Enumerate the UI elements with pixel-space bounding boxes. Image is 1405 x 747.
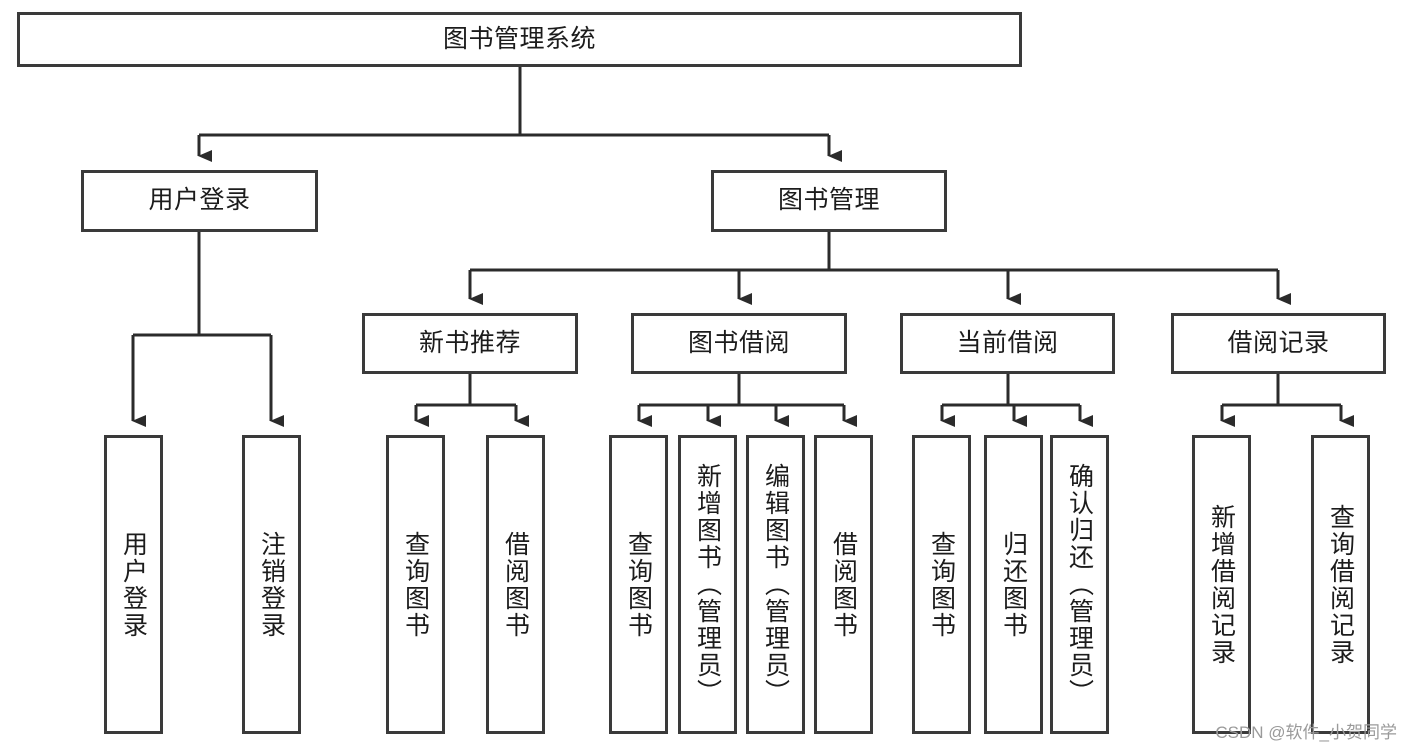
node-root-label: 图书管理系统	[442, 24, 596, 53]
node-leaf-query-borrow-record[interactable]: 查询借阅记录	[1311, 435, 1370, 734]
node-leaf-borrow-book[interactable]: 借阅图书	[814, 435, 873, 734]
node-leaf-add-borrow-record[interactable]: 新增借阅记录	[1192, 435, 1251, 734]
node-leaf-query-borrow-record-label: 查询借阅记录	[1326, 503, 1355, 666]
node-leaf-edit-book[interactable]: 编辑图书（管理员）	[746, 435, 805, 734]
node-leaf-return-book[interactable]: 归还图书	[984, 435, 1043, 734]
node-leaf-edit-book-label: 编辑图书（管理员）	[761, 463, 790, 706]
node-leaf-add-borrow-record-label: 新增借阅记录	[1207, 503, 1236, 666]
node-leaf-confirm-return-label: 确认归还（管理员）	[1065, 463, 1094, 706]
node-leaf-add-book[interactable]: 新增图书（管理员）	[678, 435, 737, 734]
node-leaf-borrow-book-new-label: 借阅图书	[501, 530, 530, 639]
node-new-book-recommendation[interactable]: 新书推荐	[362, 313, 578, 374]
node-borrow-record[interactable]: 借阅记录	[1171, 313, 1386, 374]
node-leaf-user-login[interactable]: 用户登录	[104, 435, 163, 734]
node-leaf-query-book-borrow-label: 查询图书	[624, 530, 653, 639]
node-leaf-confirm-return[interactable]: 确认归还（管理员）	[1050, 435, 1109, 734]
node-current-borrow[interactable]: 当前借阅	[900, 313, 1115, 374]
node-user-login[interactable]: 用户登录	[81, 170, 318, 232]
node-book-borrow-label: 图书借阅	[687, 328, 790, 357]
node-leaf-logout-label: 注销登录	[257, 530, 286, 639]
node-leaf-query-book-borrow[interactable]: 查询图书	[609, 435, 668, 734]
node-leaf-query-book-current-label: 查询图书	[927, 530, 956, 639]
node-current-borrow-label: 当前借阅	[956, 328, 1059, 357]
node-leaf-query-book-current[interactable]: 查询图书	[912, 435, 971, 734]
node-root[interactable]: 图书管理系统	[17, 12, 1022, 67]
node-leaf-borrow-book-new[interactable]: 借阅图书	[486, 435, 545, 734]
node-leaf-user-login-label: 用户登录	[119, 530, 148, 639]
node-borrow-record-label: 借阅记录	[1227, 328, 1330, 357]
watermark: CSDN @软件_小贺同学	[1215, 723, 1397, 742]
node-user-login-label: 用户登录	[148, 186, 251, 215]
node-book-borrow[interactable]: 图书借阅	[631, 313, 847, 374]
node-leaf-query-book-new[interactable]: 查询图书	[386, 435, 445, 734]
node-leaf-add-book-label: 新增图书（管理员）	[693, 463, 722, 706]
node-leaf-return-book-label: 归还图书	[999, 530, 1028, 639]
node-leaf-logout[interactable]: 注销登录	[242, 435, 301, 734]
node-leaf-borrow-book-label: 借阅图书	[829, 530, 858, 639]
node-new-book-recommendation-label: 新书推荐	[418, 328, 521, 357]
node-leaf-query-book-new-label: 查询图书	[401, 530, 430, 639]
node-book-manage-label: 图书管理	[777, 186, 880, 215]
node-book-manage[interactable]: 图书管理	[711, 170, 947, 232]
